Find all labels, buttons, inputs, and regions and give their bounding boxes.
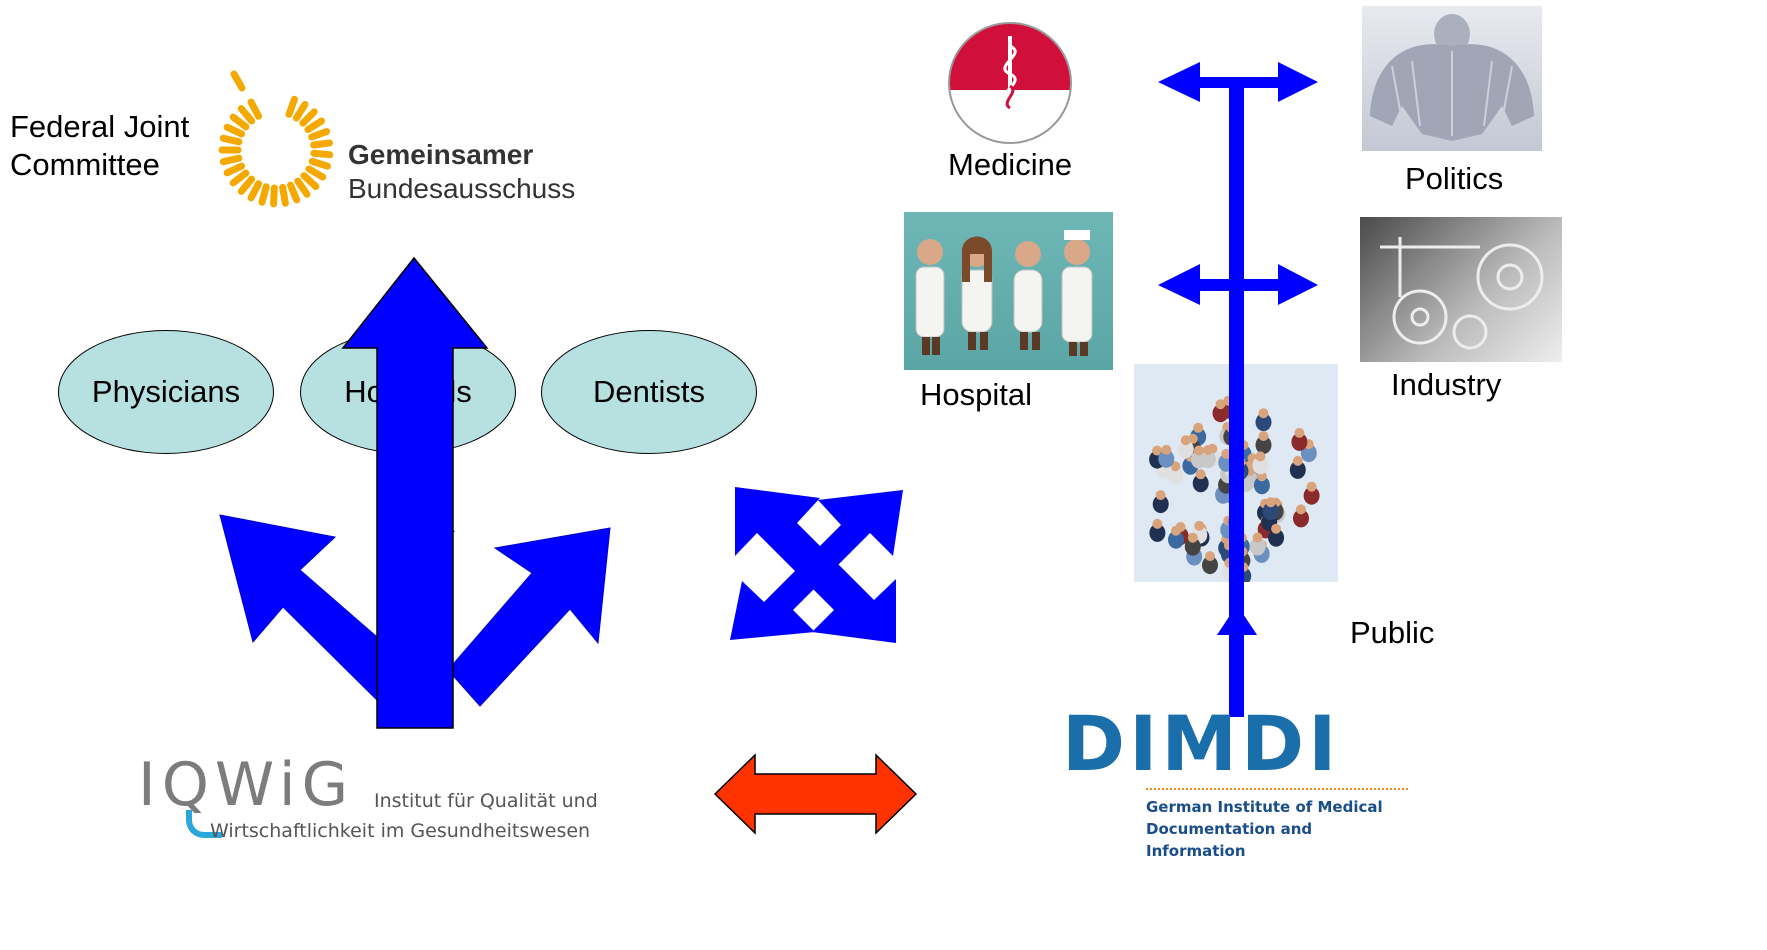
medicine-icon bbox=[948, 22, 1072, 144]
iqwig-logo-text: IQWiG bbox=[138, 750, 355, 820]
crowd-person-head bbox=[1224, 557, 1235, 568]
crowd-person-head bbox=[1221, 448, 1232, 459]
iqwig-q-accent bbox=[186, 810, 222, 838]
crowd-person-head bbox=[1193, 445, 1204, 456]
double-arrow-medicine-politics bbox=[1158, 62, 1318, 102]
physicians-ellipse: Physicians bbox=[58, 330, 274, 454]
red-double-arrow bbox=[713, 753, 918, 835]
crowd-person-body bbox=[1149, 523, 1166, 542]
crowd-person-body bbox=[1249, 537, 1266, 556]
gba-logo-line1: Gemeinsamer bbox=[348, 139, 534, 170]
crowd-person-head bbox=[1152, 445, 1163, 456]
crowd-person-head bbox=[1236, 532, 1247, 543]
iqwig-subtitle-line1: Institut für Qualität und bbox=[374, 790, 598, 812]
double-arrow-hospital-industry bbox=[1158, 264, 1318, 305]
crowd-person-head bbox=[1294, 427, 1305, 438]
arrow-to-gba bbox=[341, 256, 489, 729]
dimdi-subtitle-line1: German Institute of Medical bbox=[1146, 798, 1383, 816]
crowd-person-head bbox=[1271, 523, 1282, 534]
crowd-person-body bbox=[1152, 495, 1169, 514]
crowd-person-body bbox=[1192, 474, 1209, 493]
crowd-person-head bbox=[1180, 435, 1191, 446]
dentists-ellipse: Dentists bbox=[541, 330, 757, 454]
gba-logo-line2: Bundesausschuss bbox=[348, 173, 576, 204]
crowd-person-head bbox=[1187, 532, 1198, 543]
crowd-person-head bbox=[1193, 422, 1204, 433]
crowd-person-head bbox=[1258, 431, 1269, 441]
crowd-person-body bbox=[1168, 530, 1184, 549]
crowd-person-body bbox=[1303, 486, 1320, 505]
crowd-person-head bbox=[1238, 562, 1249, 573]
iqwig-subtitle: Institut für Qualität und Wirtschaftlich… bbox=[210, 786, 598, 846]
crowd-person-head bbox=[1265, 497, 1276, 508]
iqwig-logo: IQWiG Institut für Qualität und Wirtscha… bbox=[138, 752, 628, 842]
crowd-person-body bbox=[1255, 413, 1272, 432]
crowd-person-head bbox=[1171, 525, 1181, 536]
crowd-person-head bbox=[1255, 451, 1266, 462]
caption-line2: Committee bbox=[10, 147, 160, 182]
arrow-to-physicians bbox=[219, 514, 416, 707]
physicians-label: Physicians bbox=[91, 374, 241, 409]
crowd-person-head bbox=[1155, 490, 1166, 501]
dimdi-subtitle-line2: Documentation and Information bbox=[1146, 820, 1313, 860]
crowd-person-head bbox=[1195, 469, 1206, 480]
hospital-label: Hospital bbox=[920, 377, 1032, 412]
crowd-person-head bbox=[1306, 481, 1317, 492]
crowd-person-body bbox=[1212, 404, 1229, 423]
crowd-image bbox=[1134, 364, 1338, 582]
crowd-person-body bbox=[1300, 444, 1317, 463]
aesculapian-staff-icon bbox=[1003, 36, 1017, 130]
iqwig-subtitle-line2: Wirtschaftlichkeit im Gesundheitswesen bbox=[210, 820, 591, 842]
dimdi-logo-text: DIMDI bbox=[1062, 699, 1341, 788]
crowd-person-head bbox=[1292, 455, 1303, 466]
crowd-person-body bbox=[1293, 509, 1309, 528]
crowd-person-body bbox=[1255, 436, 1272, 454]
crowd-person-head bbox=[1226, 422, 1237, 433]
industry-machinery-image bbox=[1360, 217, 1562, 362]
crowd-person-body bbox=[1291, 432, 1308, 451]
crowd-person-head bbox=[1231, 461, 1242, 472]
crowd-person-head bbox=[1161, 444, 1172, 455]
crowd-person-head bbox=[1194, 520, 1205, 531]
crowd-person-head bbox=[1230, 509, 1241, 519]
crowd-person-head bbox=[1224, 540, 1234, 551]
crowd-person-body bbox=[1262, 502, 1279, 521]
caption-line1: Federal Joint bbox=[10, 109, 190, 144]
crowd-person-head bbox=[1202, 445, 1213, 456]
hospital-figures-image bbox=[904, 212, 1113, 370]
crowd-person-head bbox=[1215, 399, 1226, 410]
crowd-person-body bbox=[1252, 456, 1269, 475]
cross-arrow-2 bbox=[730, 490, 903, 640]
crowd-person-body bbox=[1190, 450, 1207, 469]
medicine-label: Medicine bbox=[948, 147, 1073, 182]
crowd-person-body bbox=[1268, 528, 1285, 547]
industry-label: Industry bbox=[1391, 367, 1502, 402]
arrow-to-dentists bbox=[447, 527, 611, 707]
dimdi-orange-line bbox=[1146, 788, 1408, 790]
crowd-person-body bbox=[1253, 476, 1270, 495]
crowd-person-body bbox=[1177, 440, 1194, 459]
crowd-person-body bbox=[1158, 449, 1175, 468]
dimdi-logo: DIMDI German Institute of Medical Docume… bbox=[1062, 702, 1412, 860]
crowd-person-head bbox=[1258, 408, 1269, 419]
politics-label: Politics bbox=[1405, 161, 1504, 196]
dimdi-up-arrow-head bbox=[1217, 605, 1257, 635]
crowd-person-body bbox=[1289, 460, 1306, 479]
crowd-person-head bbox=[1296, 504, 1306, 515]
federal-joint-committee-label: Federal Joint Committee bbox=[10, 108, 189, 184]
crowd-person-body bbox=[1202, 556, 1218, 575]
crowd-person-head bbox=[1238, 440, 1249, 451]
public-label: Public bbox=[1350, 615, 1435, 650]
crowd-person-head bbox=[1152, 518, 1163, 529]
crowd-person-head bbox=[1205, 551, 1215, 562]
crowd-person-head bbox=[1252, 532, 1263, 543]
crowd-person-body bbox=[1184, 537, 1201, 556]
dentists-label: Dentists bbox=[593, 374, 705, 409]
federal-eagle-icon bbox=[1362, 6, 1542, 151]
crowd-person-head bbox=[1237, 546, 1248, 557]
gba-logo-text: Gemeinsamer Bundesausschuss bbox=[348, 138, 575, 206]
dimdi-subtitle: German Institute of Medical Documentatio… bbox=[1146, 796, 1412, 862]
